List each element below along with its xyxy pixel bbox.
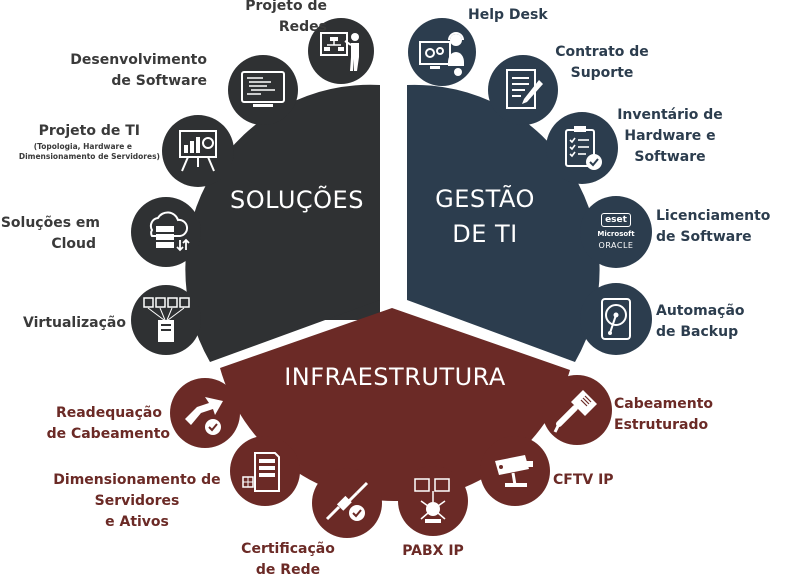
desenvolvimento-circle	[228, 55, 298, 125]
virtualizacao-circle	[131, 285, 201, 355]
inventario-label: Inventário de Hardware e Software	[606, 105, 734, 168]
contract-pen-icon	[506, 69, 543, 109]
sector-title-solucoes: SOLUÇÕES	[230, 186, 364, 214]
help-desk-label: Help Desk	[468, 5, 548, 26]
licenciamento-circle: eset Microsoft ORACLE	[580, 196, 652, 268]
backup-label: Automação de Backup	[656, 301, 745, 343]
oracle-logo: ORACLE	[598, 241, 634, 250]
sector-title-gestao: GESTÃO DE TI	[410, 182, 560, 252]
certificacao-line2: de Rede	[255, 562, 321, 578]
pabx-label: PABX IP	[380, 541, 486, 562]
sector-solucoes-fill	[185, 84, 380, 362]
inventario-line1: Inventário de	[617, 107, 723, 123]
dimensionamento-label: Dimensionamento de Servidores e Ativos	[45, 470, 229, 533]
help-desk-circle	[408, 18, 476, 86]
gestao-line2: DE TI	[452, 220, 518, 248]
vendor-logos-icon: eset Microsoft ORACLE	[597, 213, 635, 251]
cloud-line1: Soluções em	[0, 215, 100, 231]
desenvolvimento-line1: Desenvolvimento	[70, 52, 207, 68]
cftv-label: CFTV IP	[553, 470, 614, 491]
code-monitor-icon	[241, 71, 285, 107]
virtualizacao-label: Virtualização	[0, 313, 126, 334]
certificacao-line1: Certificação	[241, 541, 335, 557]
pabx-circle	[398, 466, 468, 536]
support-agent-icon	[419, 32, 464, 76]
backup-circle	[580, 283, 652, 355]
dimensionamento-line1: Dimensionamento de	[53, 472, 221, 488]
eset-logo: eset	[601, 213, 631, 227]
cabeamento-line2: Estruturado	[614, 417, 709, 433]
certificacao-circle	[312, 468, 382, 538]
projeto-redes-circle	[308, 18, 374, 84]
checklist-icon	[565, 126, 602, 170]
cable-arrow-icon	[185, 397, 223, 435]
cable-check-icon	[325, 481, 369, 521]
chart-board-icon	[179, 130, 217, 172]
projeto-ti-sub2: Dimensionamento de Servidores)	[18, 152, 160, 161]
sector-title-infra: INFRAESTRUTURA	[284, 363, 506, 391]
contrato-line2: Suporte	[570, 65, 634, 81]
cftv-circle	[480, 436, 550, 506]
inventario-circle	[546, 112, 618, 184]
ip-phone-icon	[414, 478, 450, 523]
backup-line2: de Backup	[656, 324, 739, 340]
virtual-servers-icon	[143, 297, 190, 342]
licenciamento-line2: de Software	[656, 229, 752, 245]
desenvolvimento-label: Desenvolvimento de Software	[55, 50, 207, 92]
cloud-line2: Cloud	[51, 236, 96, 252]
dimensionamento-line3: e Ativos	[105, 514, 169, 530]
help-desk-line1: Help Desk	[468, 7, 548, 23]
certificacao-label: Certificação de Rede	[228, 539, 348, 581]
cabeamento-circle	[542, 375, 612, 445]
server-tower-icon	[242, 452, 280, 492]
licenciamento-line1: Licenciamento	[656, 208, 771, 224]
projeto-redes-label: Projeto de Redes	[215, 0, 327, 38]
projeto-ti-circle	[162, 115, 234, 187]
cabeamento-line1: Cabeamento	[614, 396, 714, 412]
security-camera-icon	[495, 455, 533, 487]
projeto-ti-label: Projeto de TI (Topologia, Hardware e Dim…	[0, 121, 160, 162]
inventario-line3: Software	[634, 149, 706, 165]
projeto-redes-line1: Projeto de	[245, 0, 327, 14]
cabeamento-label: Cabeamento Estruturado	[614, 394, 713, 436]
projeto-ti-sub1: (Topologia, Hardware e	[33, 142, 132, 151]
cloud-server-icon	[149, 211, 190, 252]
desenvolvimento-line2: de Software	[111, 73, 207, 89]
microsoft-logo: Microsoft	[597, 230, 635, 238]
gestao-line1: GESTÃO	[435, 185, 535, 213]
cloud-circle	[131, 197, 201, 267]
backup-line1: Automação	[656, 303, 745, 319]
readequacao-label: Readequação de Cabeamento	[20, 403, 170, 445]
dimensionamento-circle	[230, 436, 300, 506]
readequacao-circle	[170, 378, 240, 448]
contrato-line1: Contrato de	[555, 44, 649, 60]
readequacao-line1: Readequação	[55, 405, 162, 421]
licenciamento-label: Licenciamento de Software	[656, 206, 770, 248]
dimensionamento-line2: Servidores	[94, 493, 180, 509]
cftv-line1: CFTV IP	[553, 472, 614, 488]
pabx-line1: PABX IP	[402, 543, 464, 559]
inventario-line2: Hardware e	[624, 128, 716, 144]
presenter-board-icon	[320, 32, 359, 71]
virtualizacao-line1: Virtualização	[23, 315, 126, 331]
network-cable-icon	[553, 390, 597, 433]
projeto-ti-line1: Projeto de TI	[38, 123, 140, 139]
sector-infra	[220, 308, 570, 502]
contrato-label: Contrato de Suporte	[540, 42, 664, 84]
projeto-redes-line2: Redes	[278, 19, 327, 35]
contrato-circle	[488, 55, 558, 125]
hard-drive-icon	[601, 298, 631, 340]
cloud-label: Soluções em Cloud	[0, 213, 100, 255]
readequacao-line2: de Cabeamento	[46, 426, 170, 442]
